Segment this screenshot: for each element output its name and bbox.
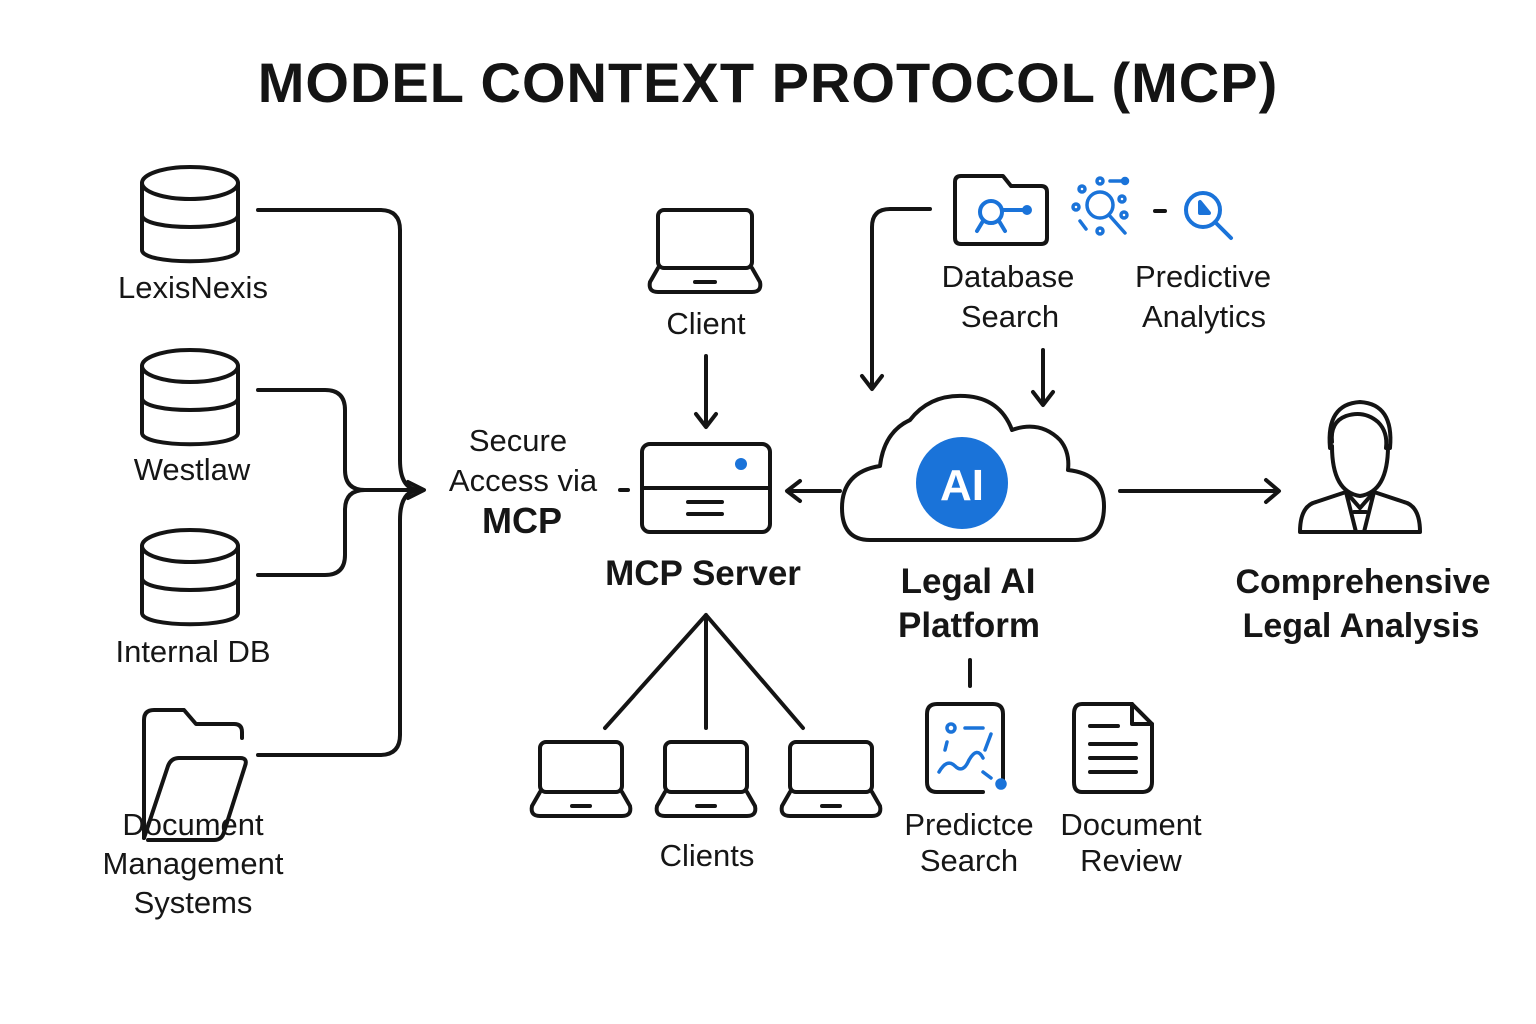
laptop-icon — [529, 740, 633, 818]
database-icon — [140, 165, 240, 264]
database-search-to-platform-arrow — [860, 207, 932, 391]
search-to-platform-arrow — [1031, 348, 1055, 407]
clock-search-icon — [1184, 191, 1233, 240]
laptop-icon — [647, 208, 763, 294]
database-search-label-line1: Database — [941, 259, 1075, 294]
source-connectors — [256, 208, 426, 757]
server-to-clients-lines — [603, 613, 805, 730]
client-to-server-arrow — [694, 354, 718, 429]
platform-label-line2: Platform — [898, 606, 1040, 645]
predictive-search-label-line1: Predictce — [904, 807, 1034, 842]
output-label-line2: Legal Analysis — [1242, 607, 1480, 645]
source-label-westlaw: Westlaw — [133, 452, 251, 487]
mcp-server-label: MCP Server — [605, 554, 801, 593]
platform-to-server-arrow — [785, 479, 842, 503]
source-label-dms-line1: Document — [122, 807, 264, 842]
predictive-analytics-label-line2: Analytics — [1141, 299, 1267, 334]
folder-open-icon — [142, 708, 248, 842]
document-icon — [1072, 702, 1154, 794]
database-icon — [140, 528, 240, 627]
platform-label-line1: Legal AI — [900, 562, 1036, 601]
source-label-dms-line2: Management — [102, 846, 284, 881]
predictive-analytics-label-line1: Predictive — [1134, 259, 1272, 294]
folder-search-icon — [953, 174, 1049, 246]
predictive-search-label-line2: Search — [919, 843, 1019, 878]
source-label-dms-line3: Systems — [133, 885, 253, 920]
analytics-search-icon — [1071, 176, 1130, 236]
predictive-chart-icon — [925, 702, 1007, 794]
cloud-icon — [840, 393, 1106, 542]
laptop-icon — [654, 740, 758, 818]
client-label: Client — [666, 306, 746, 341]
document-review-label-line2: Review — [1080, 843, 1182, 878]
platform-to-output-arrow — [1118, 478, 1281, 504]
database-icon — [140, 348, 240, 447]
source-label-internal-db: Internal DB — [115, 634, 271, 669]
ai-badge-label: AI — [940, 461, 984, 510]
output-label-line1: Comprehensive — [1235, 563, 1491, 601]
source-label-lexisnexis: LexisNexis — [118, 270, 268, 305]
server-icon — [640, 442, 772, 534]
page-title: MODEL CONTEXT PROTOCOL (MCP) — [257, 51, 1279, 114]
secure-access-line2: Access via — [448, 463, 598, 498]
lawyer-icon — [1298, 400, 1422, 534]
laptop-icon — [779, 740, 883, 818]
document-review-label-line1: Document — [1060, 807, 1202, 842]
ai-badge — [916, 437, 1008, 529]
clients-label: Clients — [659, 838, 755, 873]
database-search-label-line2: Search — [960, 299, 1060, 334]
secure-access-mcp: MCP — [482, 500, 562, 541]
secure-access-line1: Secure — [468, 423, 568, 458]
